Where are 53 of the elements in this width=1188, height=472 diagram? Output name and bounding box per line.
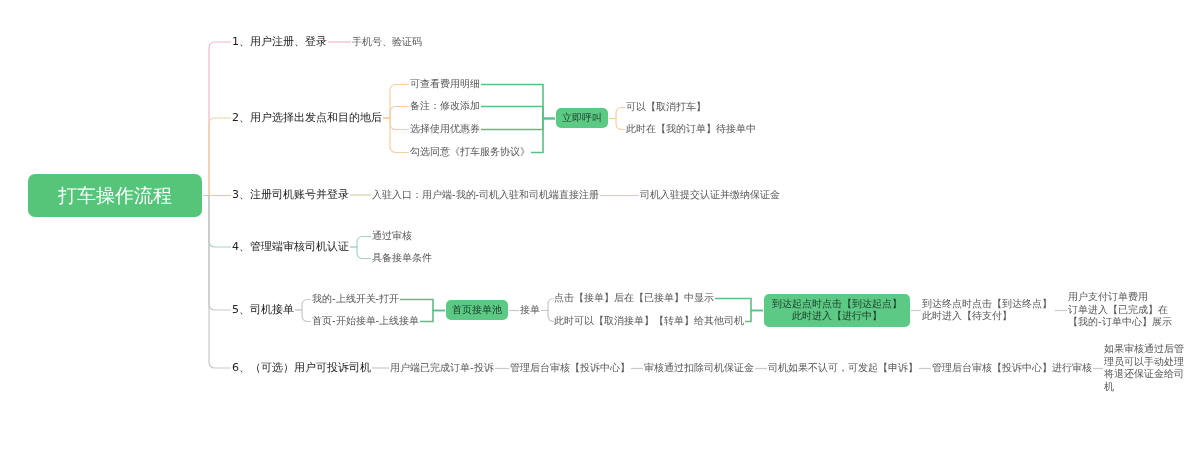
branch-topic: 4、管理端审核司机认证 — [232, 240, 349, 254]
subtopic-text: 此时在【我的订单】待接单中 — [626, 122, 756, 135]
subtopic-text: 通过审核 — [372, 229, 412, 242]
subtopic-text: 管理后台审核【投诉中心】 — [510, 361, 630, 374]
subtopic-text: 到达终点时点击【到达终点】此时进入【待支付】 — [922, 297, 1053, 323]
subtopic-text: 入驻入口：用户端-我的-司机入驻和司机端直接注册 — [372, 188, 600, 201]
connector-line — [744, 309, 764, 323]
connector-line — [599, 194, 640, 197]
subtopic-text: 首页-开始接单-上线接单 — [312, 314, 420, 327]
subtopic-text: 勾选同意《打车服务协议》 — [410, 145, 530, 158]
connector-line — [1092, 367, 1104, 370]
subtopic-text: 如果审核通过后管理员可以手动处理将退还保证金给司机 — [1104, 343, 1185, 393]
connector-line — [754, 367, 768, 370]
subtopic-text: 管理后台审核【投诉中心】进行审核 — [932, 361, 1092, 374]
subtopic-text: 用户支付订单费用 — [1068, 291, 1149, 304]
connector-line — [349, 246, 372, 260]
connector-line — [419, 309, 446, 323]
connector-line — [630, 367, 644, 370]
subtopic-text: 我的-上线开关-打开 — [312, 292, 400, 305]
subtopic-text: 手机号、验证码 — [352, 35, 422, 48]
topic-box: 首页接单池 — [446, 299, 508, 320]
connector-line — [349, 194, 372, 196]
subtopic-text: 司机入驻提交认证并缴纳保证金 — [640, 188, 780, 201]
connector-line — [382, 117, 410, 154]
subtopic-text: 司机如果不认可，可发起【申诉】 — [768, 361, 918, 374]
connector-line — [918, 367, 932, 370]
branch-topic: 5、司机接单 — [232, 303, 294, 317]
connector-line — [608, 117, 626, 131]
subtopic-text: 此时可以【取消接单】【转单】给其他司机 — [554, 314, 744, 327]
subtopic-text: 具备接单条件 — [372, 251, 432, 264]
connector-line — [1054, 309, 1068, 312]
subtopic-text: 审核通过扣除司机保证金 — [644, 361, 754, 374]
subtopic-text: 接单 — [520, 303, 540, 316]
subtopic-text: 点击【接单】后在【已接单】中显示 — [554, 291, 714, 304]
branch-topic: 3、注册司机账号并登录 — [232, 188, 349, 202]
connector-line — [327, 41, 352, 43]
subtopic-text: 选择使用优惠券 — [410, 122, 480, 135]
subtopic-text: 用户端已完成订单-投诉 — [390, 361, 494, 374]
topic-box: 立即呼叫 — [556, 107, 608, 128]
branch-topic: 6、（可选）用户可投诉司机 — [232, 361, 371, 375]
subtopic-text: 可查看费用明细 — [410, 77, 480, 90]
branch-topic: 1、用户注册、登录 — [232, 35, 327, 49]
connector-line — [371, 367, 390, 369]
subtopic-text: 备注：修改添加 — [410, 99, 480, 112]
subtopic-text: 订单进入【已完成】在【我的-订单中心】展示 — [1068, 303, 1173, 329]
connector-line — [494, 367, 510, 370]
connector-line — [294, 309, 312, 323]
connector-line — [530, 117, 556, 154]
root-topic-box: 打车操作流程 — [28, 173, 202, 217]
subtopic-text: 可以【取消打车】 — [626, 100, 706, 113]
connector-line — [540, 309, 555, 323]
topic-box: 到达起点时点击【到达起点】此时进入【进行中】 — [764, 293, 910, 327]
branch-topic: 2、用户选择出发点和目的地后 — [232, 111, 382, 125]
